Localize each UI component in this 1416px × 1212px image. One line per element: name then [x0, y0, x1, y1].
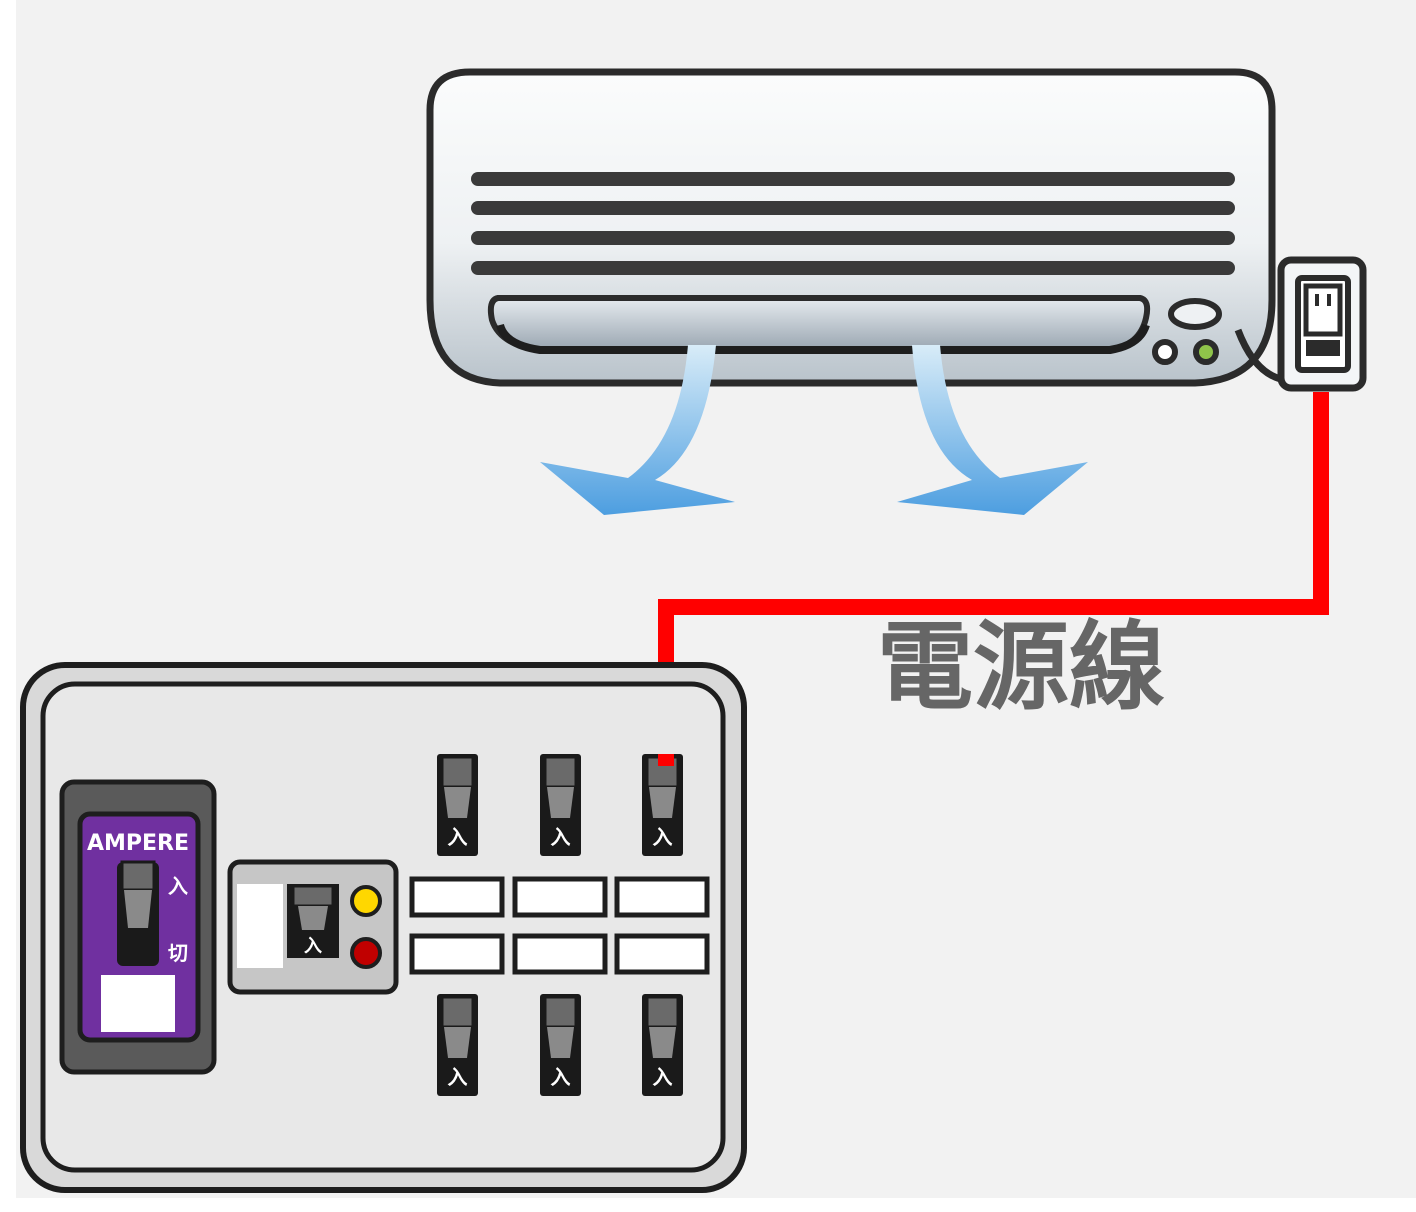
indicator-yellow [350, 885, 382, 917]
main-breaker: AMPERE 入 切 [59, 779, 217, 1075]
ac-vent-lines [471, 172, 1235, 275]
branch-breaker[interactable]: 入 [642, 994, 683, 1096]
branch-breaker-on-label: 入 [551, 825, 571, 849]
leakage-breaker: 入 [227, 859, 399, 995]
leakage-breaker-on-label: 入 [304, 936, 322, 957]
leakage-breaker-label-plate [237, 884, 283, 968]
ac-flap [487, 295, 1151, 353]
leakage-breaker-switch[interactable]: 入 [287, 884, 339, 958]
main-breaker-on-label: 入 [168, 874, 188, 898]
branch-breaker-on-label: 入 [448, 825, 468, 849]
branch-breaker[interactable]: 入 [437, 994, 478, 1096]
branch-breaker-on-label: 入 [448, 1065, 468, 1089]
indicator-red [350, 937, 382, 969]
main-breaker-off-label: 切 [168, 941, 188, 965]
ac-sensor [1168, 298, 1222, 330]
air-conditioner-icon [426, 68, 1286, 387]
branch-breaker-aircon[interactable]: 入 [642, 754, 683, 856]
branch-breaker-on-label: 入 [653, 825, 673, 849]
main-breaker-brand: AMPERE [87, 831, 189, 856]
circuit-label-strips [409, 876, 710, 975]
branch-breaker[interactable]: 入 [437, 754, 478, 856]
power-cord-end [658, 754, 674, 766]
main-breaker-switch[interactable] [117, 860, 159, 966]
main-breaker-label-plate [101, 975, 175, 1032]
power-cord-label: 電源線 [877, 611, 1165, 723]
distribution-board: AMPERE 入 切 入 [20, 662, 747, 1193]
branch-breaker[interactable]: 入 [540, 754, 581, 856]
branch-breaker-on-label: 入 [653, 1065, 673, 1089]
airflow-arrow-icon [540, 345, 1088, 515]
power-outlet-icon [1277, 256, 1367, 392]
ac-indicator-white [1152, 339, 1178, 365]
branch-breaker-on-label: 入 [551, 1065, 571, 1089]
branch-breaker[interactable]: 入 [540, 994, 581, 1096]
ac-indicator-green [1193, 339, 1219, 365]
